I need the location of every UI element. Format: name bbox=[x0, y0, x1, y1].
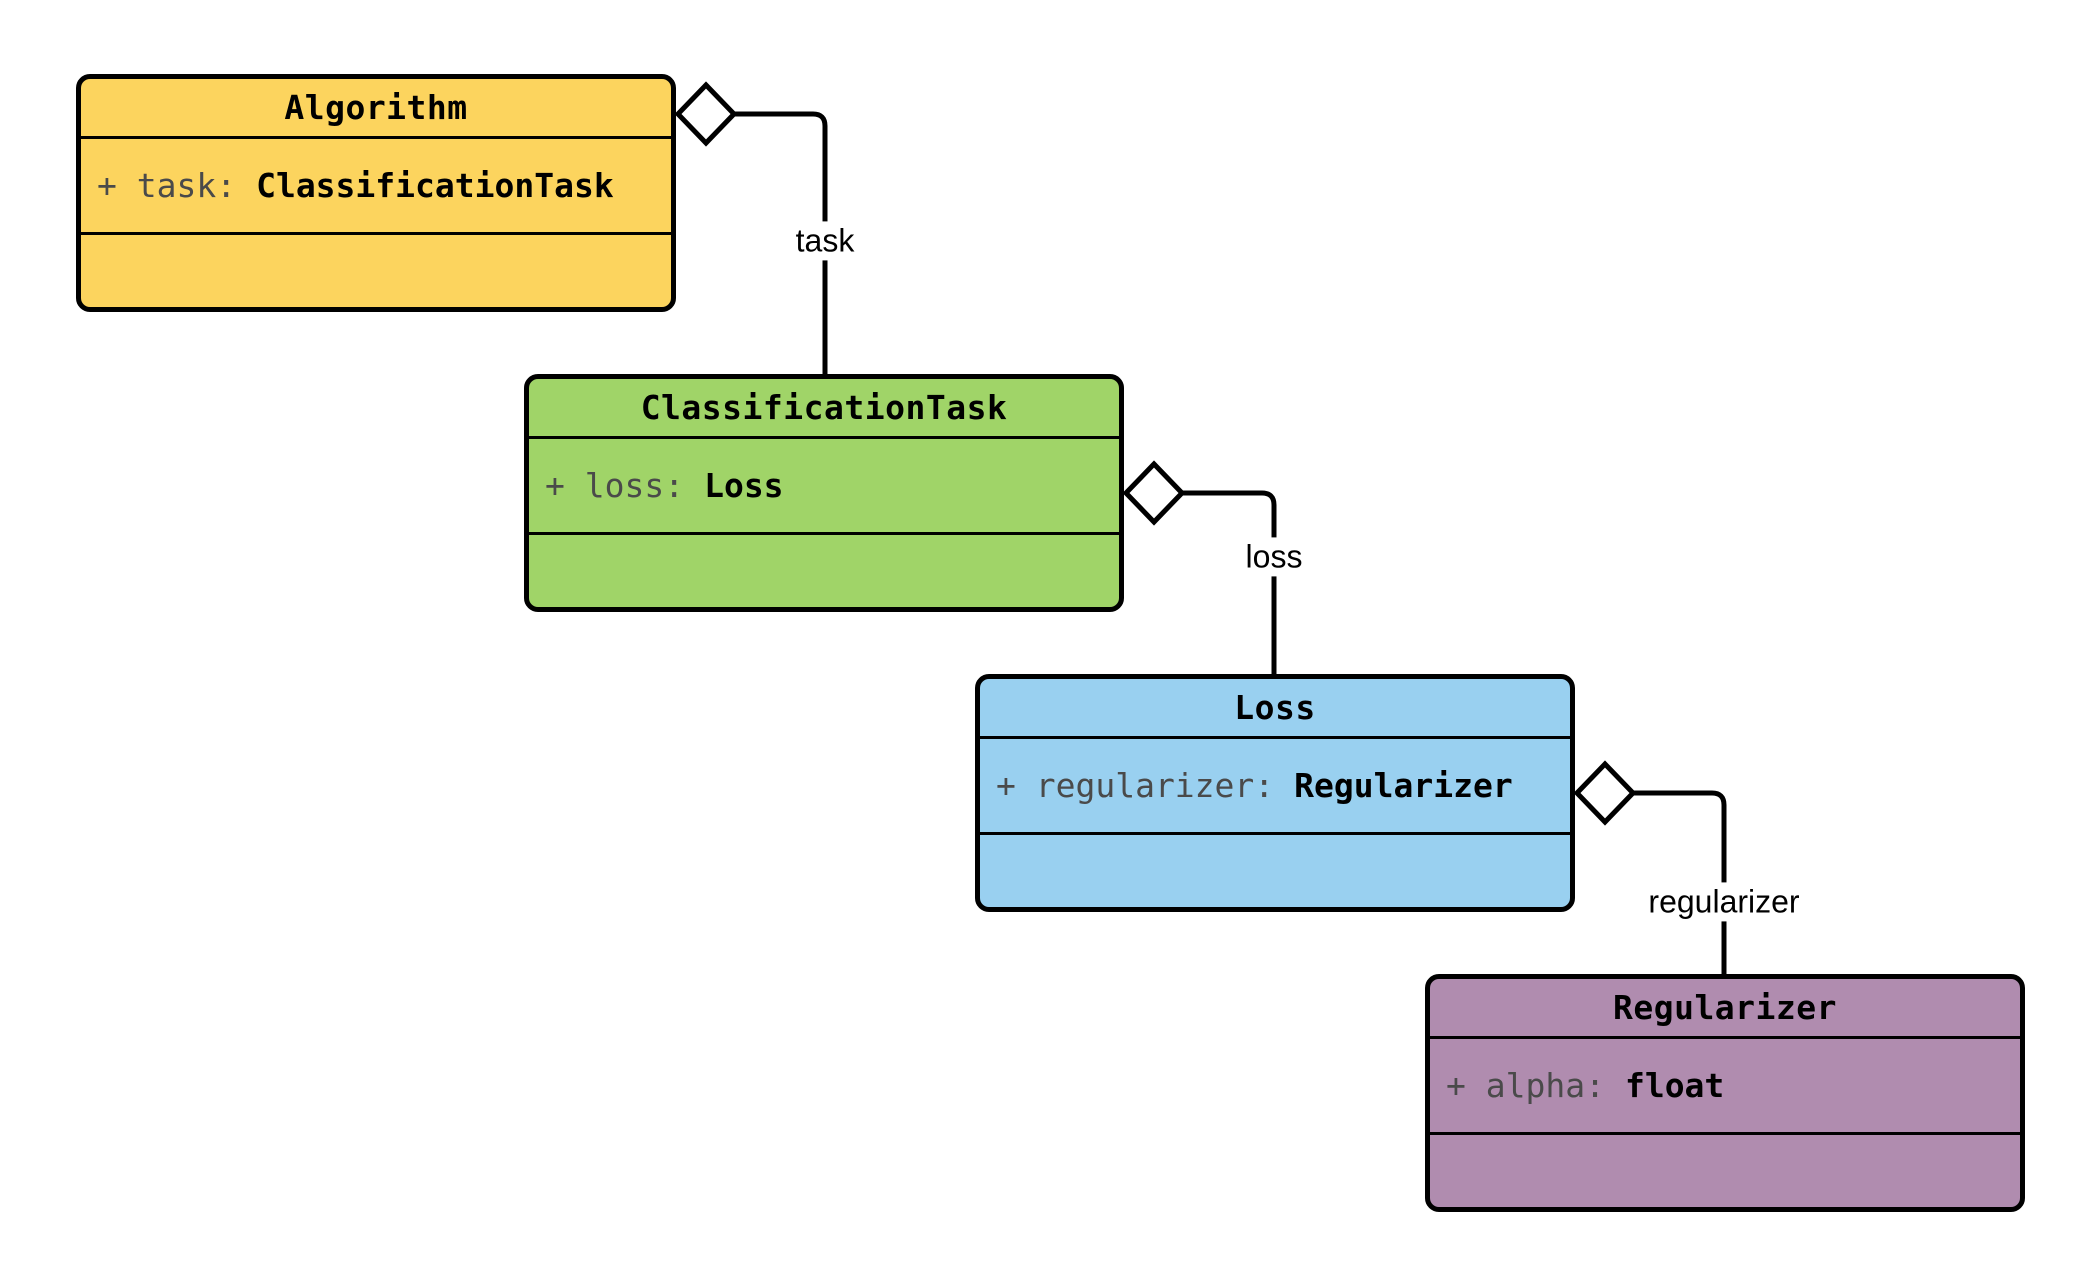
class-methods-compartment-empty bbox=[980, 835, 1570, 907]
edge-label-task: task bbox=[787, 221, 863, 261]
attribute-name: + task: bbox=[97, 166, 237, 205]
attribute-type: Loss bbox=[704, 466, 784, 505]
class-box-classification-task: ClassificationTask + loss: Loss bbox=[524, 374, 1124, 612]
aggregation-diamond-task bbox=[674, 81, 738, 147]
attribute-name: + loss: bbox=[545, 466, 685, 505]
aggregation-edge-loss bbox=[1182, 490, 1277, 674]
class-attribute-row: + regularizer: Regularizer bbox=[980, 739, 1570, 835]
edge-label-regularizer: regularizer bbox=[1640, 882, 1808, 922]
attribute-name: + regularizer: bbox=[996, 766, 1275, 805]
aggregation-diamond-loss bbox=[1122, 460, 1186, 526]
class-title: Regularizer bbox=[1430, 979, 2020, 1039]
class-attribute-row: + alpha: float bbox=[1430, 1039, 2020, 1135]
class-box-algorithm: Algorithm + task: ClassificationTask bbox=[76, 74, 676, 312]
attribute-type: float bbox=[1624, 1066, 1725, 1105]
class-methods-compartment-empty bbox=[81, 235, 671, 307]
class-box-loss: Loss + regularizer: Regularizer bbox=[975, 674, 1575, 912]
class-methods-compartment-empty bbox=[1430, 1135, 2020, 1207]
class-title: Algorithm bbox=[81, 79, 671, 139]
class-title: Loss bbox=[980, 679, 1570, 739]
aggregation-diamond-regularizer bbox=[1573, 760, 1637, 826]
class-title: ClassificationTask bbox=[529, 379, 1119, 439]
attribute-type: ClassificationTask bbox=[256, 166, 614, 205]
class-attribute-row: + loss: Loss bbox=[529, 439, 1119, 535]
class-methods-compartment-empty bbox=[529, 535, 1119, 607]
edge-label-loss: loss bbox=[1237, 537, 1311, 577]
class-box-regularizer: Regularizer + alpha: float bbox=[1425, 974, 2025, 1212]
class-attribute-row: + task: ClassificationTask bbox=[81, 139, 671, 235]
attribute-name: + alpha: bbox=[1446, 1066, 1605, 1105]
attribute-type: Regularizer bbox=[1294, 766, 1513, 805]
